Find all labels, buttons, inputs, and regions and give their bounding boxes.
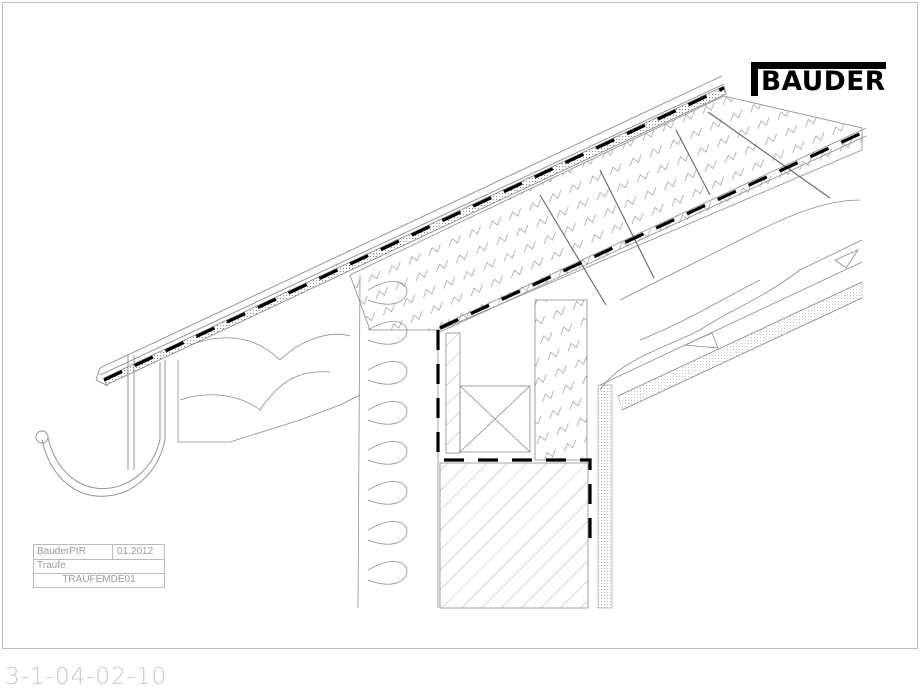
- membrane: [103, 86, 867, 545]
- logo-bar: [751, 62, 886, 69]
- pir-insulation: [349, 95, 867, 333]
- bauder-logo: BAUDER: [751, 62, 888, 97]
- drawing-code: TRAUFEMDE01: [62, 574, 136, 585]
- document-number: 3-1-04-02-10: [5, 664, 168, 690]
- plaster-layer: [597, 384, 613, 609]
- detail-title: Traufe: [37, 560, 66, 571]
- logo-post: [751, 62, 758, 96]
- soffit: [599, 249, 863, 411]
- title-block: BauderPIR 01.2012 Traufe TRAUFEMDE01: [33, 544, 165, 588]
- logo-text: BAUDER: [761, 66, 886, 97]
- wall-plate: [445, 299, 588, 461]
- title-block-row-1: BauderPIR 01.2012: [34, 545, 164, 560]
- revision-date: 01.2012: [117, 546, 154, 557]
- timber-rafter: [177, 199, 863, 443]
- masonry-wall: [439, 462, 589, 609]
- fasteners: [539, 111, 831, 306]
- product-name: BauderPIR: [34, 545, 113, 559]
- gutter: [35, 355, 166, 497]
- title-block-row-2: Traufe: [34, 559, 164, 574]
